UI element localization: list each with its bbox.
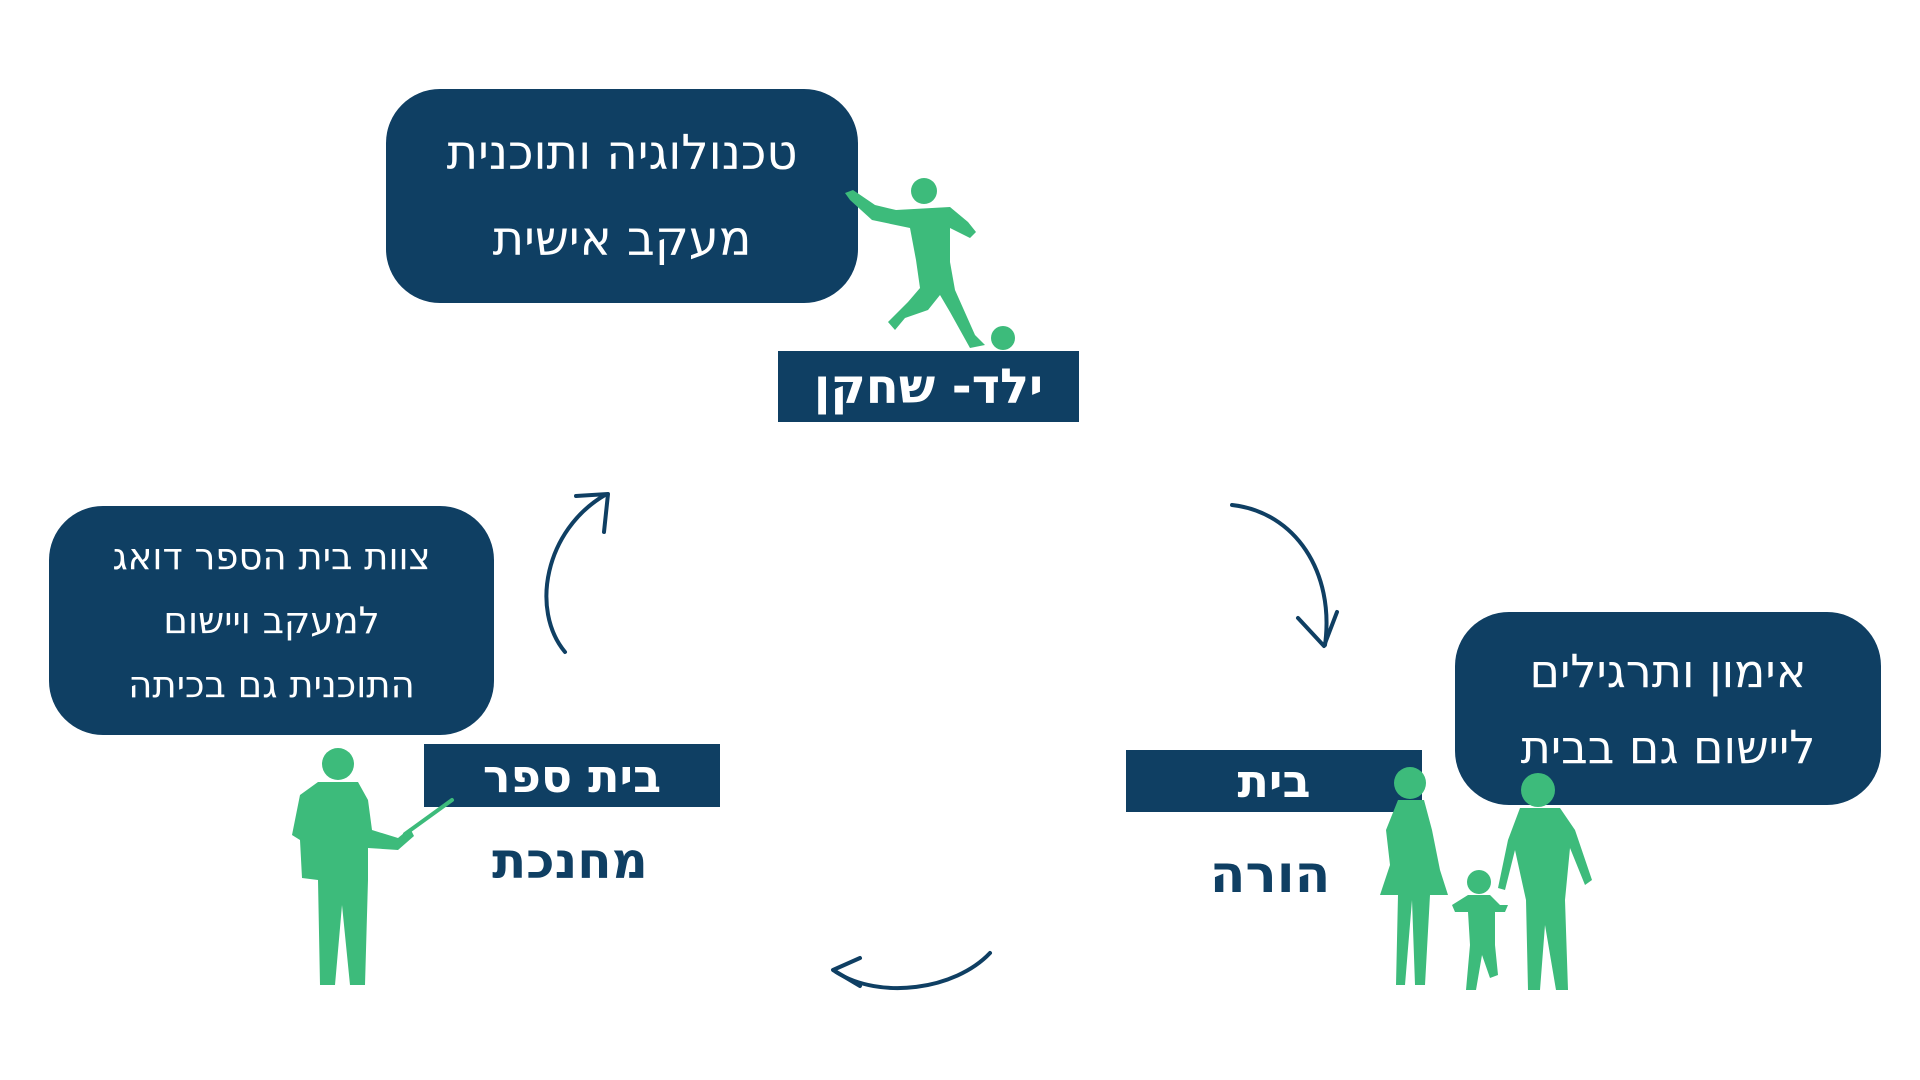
bubble-line: טכנולוגיה ותוכנית	[446, 125, 798, 181]
school-label: בית ספר	[424, 744, 720, 807]
bubble-line: אימון ותרגילים	[1529, 643, 1807, 698]
bubble-line: מעקב אישית	[492, 211, 752, 267]
child-player-label: ילד- שחקן	[778, 351, 1079, 422]
parent-label: הורה	[1209, 845, 1331, 905]
arrow-right-to-left	[831, 951, 992, 990]
bubble-line: התוכנית גם בכיתה	[128, 662, 415, 706]
school-bubble: צוות בית הספר דואג למעקב ויישום התוכנית …	[49, 506, 494, 735]
bubble-line: צוות בית הספר דואג	[112, 534, 431, 578]
bubble-line: ליישום גם בבית	[1520, 719, 1816, 774]
teacher-label: מחנכת	[492, 832, 648, 890]
arrow-left-to-top	[544, 492, 610, 654]
bubble-line: למעקב ויישום	[163, 598, 380, 642]
arrow-top-to-right	[1230, 503, 1339, 648]
home-bubble: אימון ותרגילים ליישום גם בבית	[1455, 612, 1881, 805]
child-player-bubble: טכנולוגיה ותוכנית מעקב אישית	[386, 89, 858, 303]
home-label: בית	[1126, 750, 1422, 812]
